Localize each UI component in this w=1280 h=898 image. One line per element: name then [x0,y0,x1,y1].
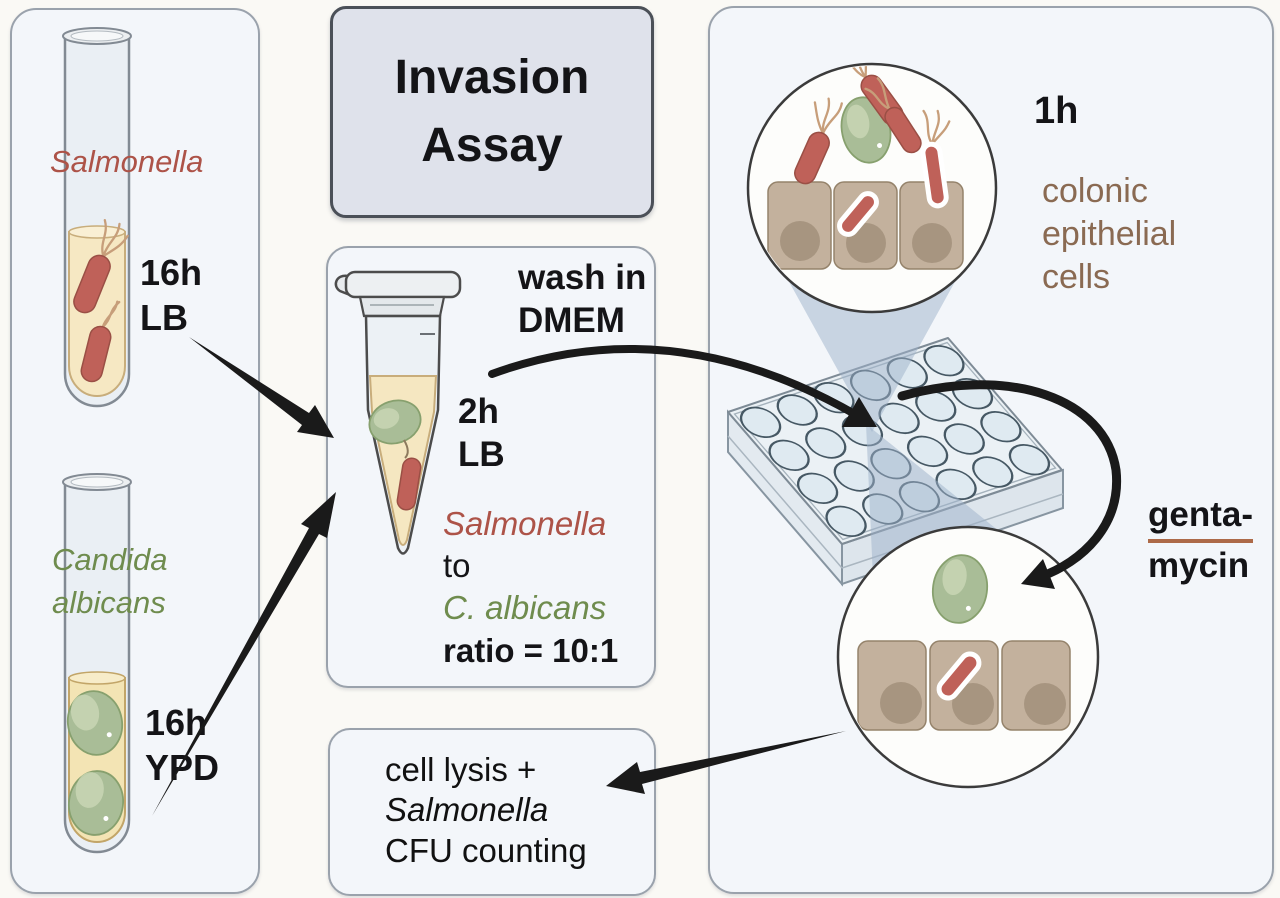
salmonella-bacterium-icon [80,300,121,383]
title-line1: Invasion [394,50,590,104]
candida-test-tube-illustration [62,473,132,854]
invading-bacterium-icon [936,651,982,701]
entering-bacterium-icon [920,109,951,209]
ratio-value: ratio = 10:1 [443,631,619,669]
candida-label: Candida albicans [52,542,168,621]
ratio-block: Salmonella to C. albicans ratio = 10:1 [443,503,618,672]
ratio-species1: Salmonella [443,505,607,542]
swimming-bacterium-icon [864,77,922,154]
magnified-view-invasion [836,525,1100,789]
salmonella-label: Salmonella [50,144,204,179]
gentamycin-line2: mycin [1148,545,1250,585]
salmonella-test-tube-illustration [62,27,132,408]
wash-step-label: wash in DMEM [518,258,647,341]
infection-panel-graphics [727,62,1100,789]
yeast-cell-icon [67,770,125,836]
microcentrifuge-tube-illustration [334,270,462,555]
salmonella-bacterium-icon [396,457,422,511]
yeast-cell-icon [66,690,124,756]
title-line2: Assay [421,119,563,172]
magnifier-cone-top [787,278,957,432]
ratio-connector: to [443,547,471,585]
result-line3: CFU counting [385,831,587,869]
mixing-condition-label: 2h LB [458,392,505,475]
swimming-bacterium-icon [794,97,843,185]
epithelial-cells-row [857,640,1071,731]
title-box: Invasion Assay [330,6,654,218]
result-line2: Salmonella [385,791,549,829]
salmonella-condition-label: 16h LB [140,252,203,339]
result-text: cell lysis + Salmonella CFU counting [385,750,587,871]
result-panel [328,728,656,896]
cell-type-label: colonic epithelial cells [1042,172,1177,296]
ratio-species2: C. albicans [443,589,607,627]
invading-bacterium-icon [837,191,879,237]
result-line1: cell lysis + [385,751,537,788]
yeast-cell-icon [368,399,422,445]
candida-condition-label: 16h YPD [145,702,220,789]
magnified-view-adhesion [746,62,998,314]
incubation-time-label: 1h [1034,90,1079,132]
gentamycin-label: genta- mycin [1148,492,1253,588]
gentamycin-line1: genta- [1148,492,1253,543]
salmonella-bacterium-icon [73,219,129,314]
